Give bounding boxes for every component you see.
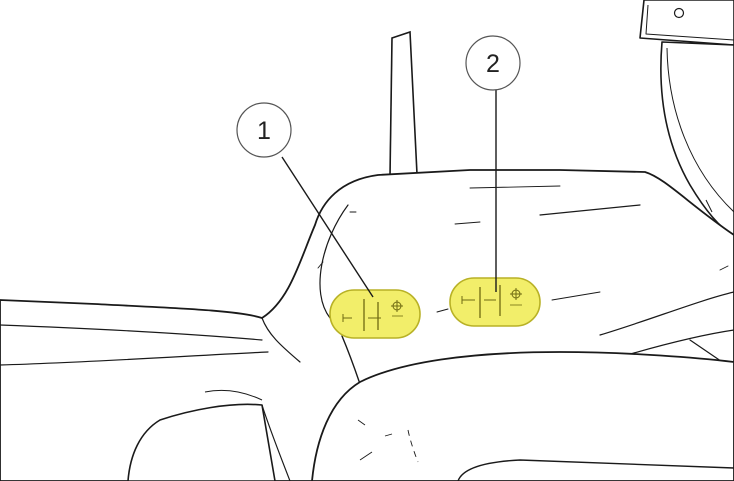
highlighted-button-1 (329, 289, 421, 339)
lower-left-wing (127, 389, 291, 481)
screw-icon (673, 7, 685, 19)
vertical-post (389, 30, 418, 177)
callout-2: 2 (465, 35, 521, 91)
callout-1: 1 (236, 102, 292, 158)
callout-1-label: 1 (257, 117, 271, 145)
contour-lines (0, 185, 734, 391)
callout-2-label: 2 (486, 50, 500, 78)
leader-line-1 (281, 156, 374, 298)
button-2-symbols-icon (461, 285, 522, 318)
button-1-symbols-icon (342, 299, 403, 331)
top-right-housing (639, 0, 734, 237)
leader-lines (281, 89, 497, 298)
front-cushion (311, 351, 734, 481)
highlighted-button-2 (449, 277, 541, 327)
